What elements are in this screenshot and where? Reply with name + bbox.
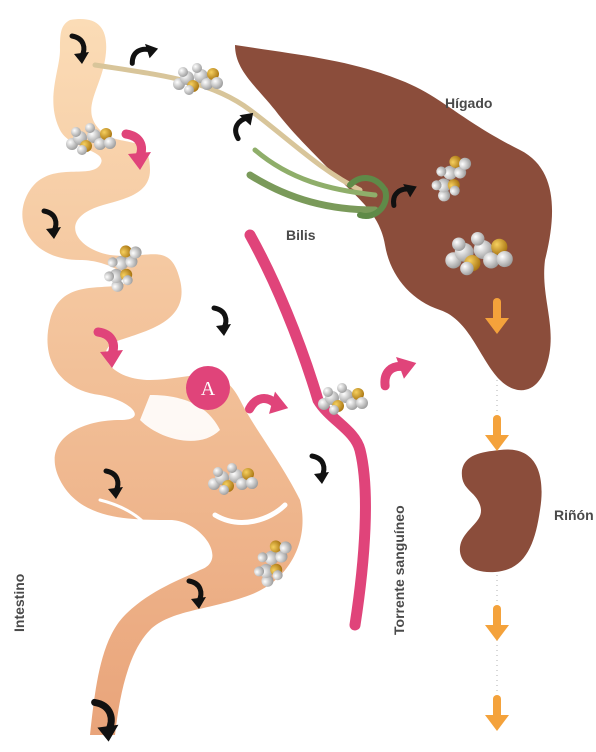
- down-arrow-icon: [485, 699, 509, 731]
- label-intestine: Intestino: [11, 574, 27, 632]
- curved-arrow-icon: [214, 308, 231, 336]
- label-bile: Bilis: [286, 227, 316, 243]
- curved-arrow-icon: [312, 456, 329, 484]
- curved-arrow-icon: [129, 42, 160, 64]
- label-bloodstream: Torrente sanguíneo: [391, 505, 407, 635]
- down-arrow-icon: [485, 609, 509, 641]
- marker-a: A: [186, 366, 230, 410]
- label-kidney: Riñón: [554, 507, 594, 523]
- intestine: [22, 19, 302, 735]
- down-arrow-icon: [485, 419, 509, 451]
- kidney: [460, 450, 542, 573]
- curved-arrow-icon: [379, 352, 420, 385]
- label-liver: Hígado: [445, 95, 492, 111]
- liver: [235, 45, 552, 390]
- curved-arrow-icon: [250, 385, 292, 421]
- svg-text:A: A: [201, 378, 216, 400]
